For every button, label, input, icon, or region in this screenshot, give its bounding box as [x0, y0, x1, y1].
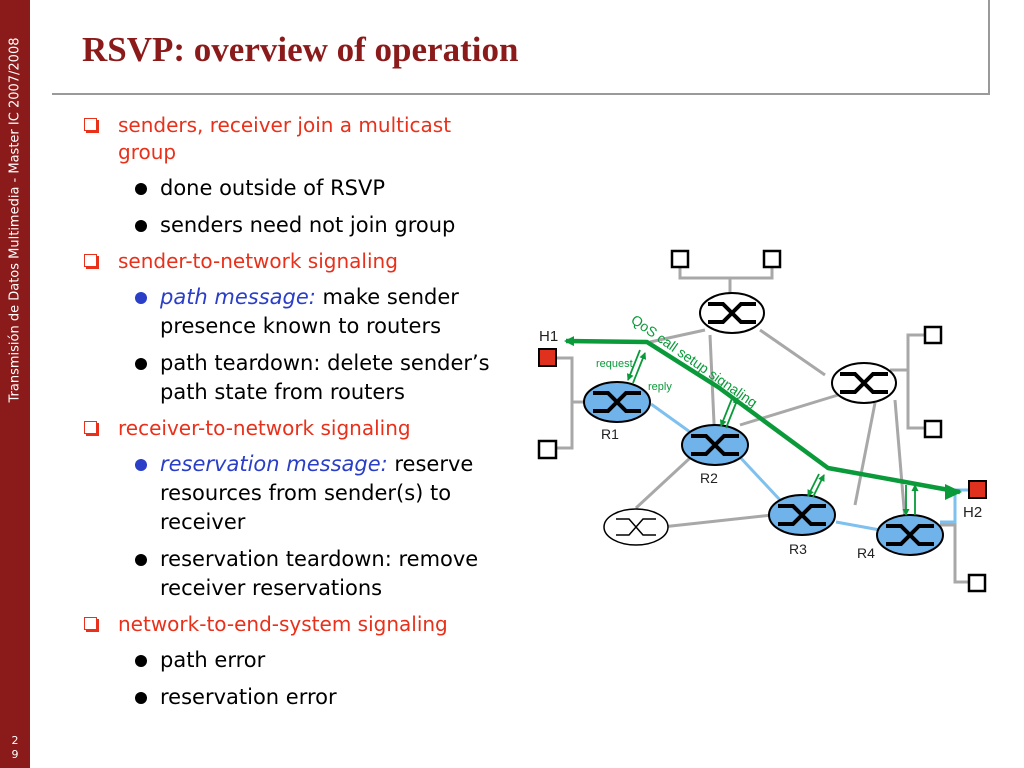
router-r4-label: R4 — [857, 545, 875, 561]
request-label: request — [596, 358, 633, 370]
sub-bullet: path error — [82, 646, 502, 675]
host-h1-icon — [538, 348, 557, 367]
bullet-list: senders, receiver join a multicast group… — [82, 112, 502, 720]
router-r1-icon — [583, 381, 651, 423]
sub-bullet: done outside of RSVP — [82, 174, 502, 203]
router-icon — [603, 508, 669, 546]
term-path-message: path message: — [160, 285, 316, 309]
sub-bullet-text: senders need not join group — [160, 213, 456, 237]
sub-bullet: path message: make sender presence known… — [82, 283, 502, 341]
host-h1-label: H1 — [539, 328, 558, 345]
dot-bullet-icon — [135, 220, 147, 232]
term-reservation-message: reservation message: — [160, 452, 388, 476]
qos-links — [650, 402, 972, 532]
router-r2-label: R2 — [700, 470, 718, 486]
bullet-receiver-signaling: receiver-to-network signaling — [82, 415, 502, 442]
bullet-multicast-join: senders, receiver join a multicast group — [82, 112, 502, 166]
sub-bullet: senders need not join group — [82, 211, 502, 240]
host-icon — [762, 249, 782, 269]
dot-bullet-icon — [135, 655, 147, 667]
router-r3-label: R3 — [789, 541, 807, 557]
bullet-text: network-to-end-system signaling — [118, 612, 448, 636]
sub-bullet-text: make sender presence known to routers — [160, 285, 459, 338]
dot-bullet-icon — [135, 554, 147, 566]
dot-bullet-icon — [135, 292, 147, 304]
host-icon — [923, 419, 943, 439]
title-rule-horizontal — [52, 93, 990, 95]
page-number: 2 9 — [0, 734, 30, 762]
host-icon — [537, 439, 558, 460]
page-number-digit: 9 — [11, 748, 19, 761]
checkbox-bullet-icon — [84, 421, 97, 434]
checkbox-bullet-icon — [84, 254, 97, 267]
page-number-digit: 2 — [11, 734, 19, 747]
sub-bullet-text: reservation error — [160, 685, 337, 709]
sub-bullet-text: reservation teardown: remove receiver re… — [160, 547, 479, 600]
host-h2-icon — [968, 480, 987, 499]
router-r4-icon — [876, 514, 944, 556]
host-icon — [923, 325, 943, 345]
path-arrow-icon — [945, 484, 962, 500]
slide-title: RSVP: overview of operation — [82, 30, 519, 69]
bullet-sender-signaling: sender-to-network signaling — [82, 248, 502, 275]
sub-bullet: reservation message: reserve resources f… — [82, 450, 502, 537]
dot-bullet-icon — [135, 692, 147, 704]
bullet-text: sender-to-network signaling — [118, 249, 398, 273]
qos-signaling-path — [564, 336, 961, 495]
title-rule-vertical — [988, 0, 990, 94]
sidebar-course-text: Transmisión de Datos Multimedia - Master… — [7, 37, 23, 403]
host-h2-label: H2 — [963, 504, 982, 521]
rsvp-network-diagram: H1 H2 R1 R2 R3 R4 request reply QoS call… — [537, 249, 987, 593]
bullet-end-system-signaling: network-to-end-system signaling — [82, 611, 502, 638]
dot-bullet-icon — [135, 358, 147, 370]
sub-bullet: path teardown: delete sender’s path stat… — [82, 349, 502, 407]
router-r3-icon — [768, 494, 836, 536]
sub-bullet-text: path error — [160, 648, 266, 672]
request-reply-arrows — [626, 349, 919, 516]
router-r1-label: R1 — [601, 426, 619, 442]
sub-bullet-text: done outside of RSVP — [160, 176, 386, 200]
dot-bullet-icon — [135, 183, 147, 195]
router-r2-icon — [681, 424, 749, 466]
checkbox-bullet-icon — [84, 617, 97, 630]
checkbox-bullet-icon — [84, 118, 97, 131]
host-icon — [670, 249, 690, 269]
sub-bullet-text: path teardown: delete sender’s path stat… — [160, 351, 490, 404]
sub-bullet-text: reserve resources from sender(s) to rece… — [160, 452, 474, 534]
sidebar: Transmisión de Datos Multimedia - Master… — [0, 0, 30, 768]
dot-bullet-icon — [135, 459, 147, 471]
host-icon — [967, 573, 987, 593]
sub-bullet: reservation teardown: remove receiver re… — [82, 545, 502, 603]
bullet-text: senders, receiver join a multicast group — [118, 113, 452, 164]
router-icon — [699, 292, 765, 334]
sub-bullet: reservation error — [82, 683, 502, 712]
reply-label: reply — [648, 381, 672, 393]
router-icon — [831, 362, 897, 404]
bullet-text: receiver-to-network signaling — [118, 416, 411, 440]
